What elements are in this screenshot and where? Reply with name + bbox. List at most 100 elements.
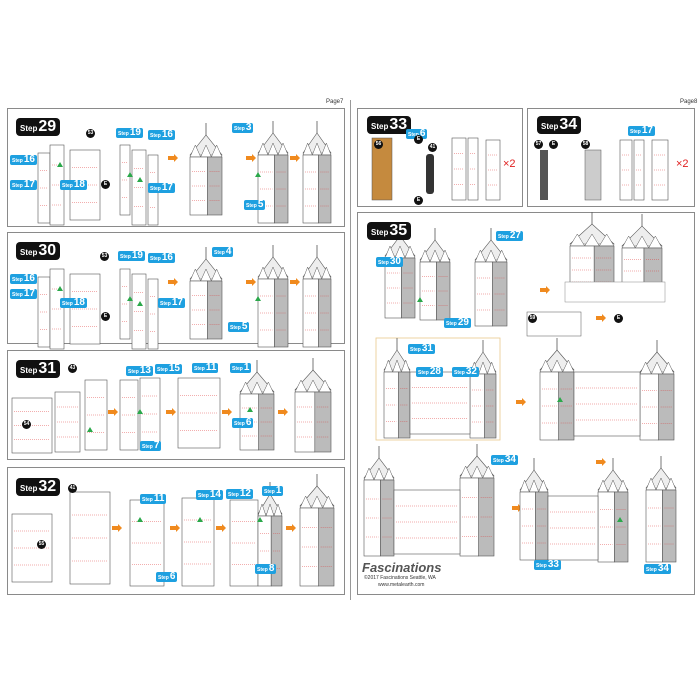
step-33-label: Step33: [367, 116, 412, 134]
orange-arrow-icon: [278, 408, 288, 416]
green-tab-marker: [137, 177, 143, 182]
part-number-marker: 41: [68, 484, 77, 493]
wall-piece: [318, 507, 335, 587]
copyright: ©2017 Fascinations Seattle, WA: [364, 575, 436, 581]
green-tab-marker: [417, 297, 423, 302]
part-number-marker: E: [101, 312, 110, 321]
wall-piece: [397, 371, 411, 439]
step-reference-callout: Step5: [228, 321, 250, 332]
part-56: [371, 137, 393, 201]
part-58: [584, 149, 602, 201]
step-reference-callout: Step34: [491, 454, 518, 465]
part-57: [540, 150, 548, 200]
orange-arrow-icon: [166, 408, 176, 416]
step-reference-callout: Step17: [10, 179, 37, 190]
step-reference-callout: Step13: [126, 365, 153, 376]
orange-arrow-icon: [168, 154, 178, 162]
step-reference-callout: Step19: [116, 127, 143, 138]
green-tab-marker: [87, 427, 93, 432]
orange-arrow-icon: [216, 524, 226, 532]
step-reference-callout: Step17: [628, 125, 655, 136]
part-number-marker: 41: [428, 143, 437, 152]
quantity-multiplier: ×2: [676, 158, 689, 170]
step-reference-callout: Step16: [10, 273, 37, 284]
step-reference-callout: Step8: [255, 563, 277, 574]
wall-piece: [483, 373, 497, 439]
step-reference-callout: Step11: [140, 493, 167, 504]
part-number-marker: 54: [22, 420, 31, 429]
step-reference-callout: Step15: [155, 363, 182, 374]
green-tab-marker: [57, 286, 63, 291]
wall-piece: [258, 393, 275, 451]
green-tab-marker: [617, 517, 623, 522]
step-reference-callout: Step11: [192, 362, 219, 373]
orange-arrow-icon: [290, 154, 300, 162]
wall-piece: [658, 373, 675, 441]
step-reference-callout: Step14: [196, 489, 223, 500]
fascinations-logo: Fascinations: [362, 560, 442, 575]
green-tab-marker: [57, 162, 63, 167]
step-reference-callout: Step19: [118, 250, 145, 261]
step-reference-callout: Step31: [408, 343, 435, 354]
step-31-label: Step31: [16, 360, 61, 378]
step-32-label: Step32: [16, 478, 61, 496]
part-number-marker: 55: [37, 540, 46, 549]
step-reference-callout: Step6: [406, 128, 428, 139]
step-29-label: Step29: [16, 118, 61, 136]
step-reference-callout: Step16: [148, 129, 175, 140]
page-divider: [350, 100, 351, 600]
orange-arrow-icon: [108, 408, 118, 416]
step-reference-callout: Step17: [10, 288, 37, 299]
part-number-marker: 57: [534, 140, 543, 149]
step-reference-callout: Step33: [534, 559, 561, 570]
orange-arrow-icon: [170, 524, 180, 532]
detail-box: [375, 337, 501, 441]
step-30-label: Step30: [16, 242, 61, 260]
orange-arrow-icon: [222, 408, 232, 416]
part-41: [426, 154, 434, 194]
step-reference-callout: Step5: [244, 199, 266, 210]
step-34-label: Step34: [537, 116, 582, 134]
part-number-marker: E: [414, 196, 423, 205]
orange-arrow-icon: [286, 524, 296, 532]
green-tab-marker: [137, 517, 143, 522]
step-reference-callout: Step29: [444, 317, 471, 328]
step-35-label: Step35: [367, 222, 412, 240]
green-tab-marker: [257, 517, 263, 522]
step-reference-callout: Step34: [644, 563, 671, 574]
green-tab-marker: [247, 407, 253, 412]
green-tab-marker: [255, 172, 261, 177]
orange-arrow-icon: [246, 154, 256, 162]
green-tab-marker: [137, 409, 143, 414]
step-reference-callout: Step16: [148, 252, 175, 263]
step-reference-callout: Step17: [158, 297, 185, 308]
orange-arrow-icon: [168, 278, 178, 286]
step-reference-callout: Step18: [60, 297, 87, 308]
green-tab-marker: [127, 296, 133, 301]
step-reference-callout: Step17: [148, 182, 175, 193]
orange-arrow-icon: [516, 398, 526, 406]
wall-piece: [478, 477, 495, 557]
step-reference-callout: Step16: [10, 154, 37, 165]
page-number-left: Page7: [326, 99, 344, 105]
step-reference-callout: Step4: [212, 246, 234, 257]
step-reference-callout: Step6: [232, 417, 254, 428]
quantity-multiplier: ×2: [503, 158, 516, 170]
wall-piece: [270, 515, 283, 587]
green-tab-marker: [255, 296, 261, 301]
part-number-marker: 58: [581, 140, 590, 149]
orange-arrow-icon: [540, 286, 550, 294]
page-number-right: Page8: [680, 99, 698, 105]
step-reference-callout: Step7: [140, 440, 162, 451]
step-reference-callout: Step1: [262, 485, 284, 496]
part-number-marker: E: [614, 314, 623, 323]
step-reference-callout: Step28: [416, 366, 443, 377]
part-number-marker: 53: [86, 129, 95, 138]
part-number-marker: 59: [528, 314, 537, 323]
step-reference-callout: Step6: [156, 571, 178, 582]
green-tab-marker: [137, 301, 143, 306]
green-tab-marker: [557, 397, 563, 402]
orange-arrow-icon: [596, 458, 606, 466]
